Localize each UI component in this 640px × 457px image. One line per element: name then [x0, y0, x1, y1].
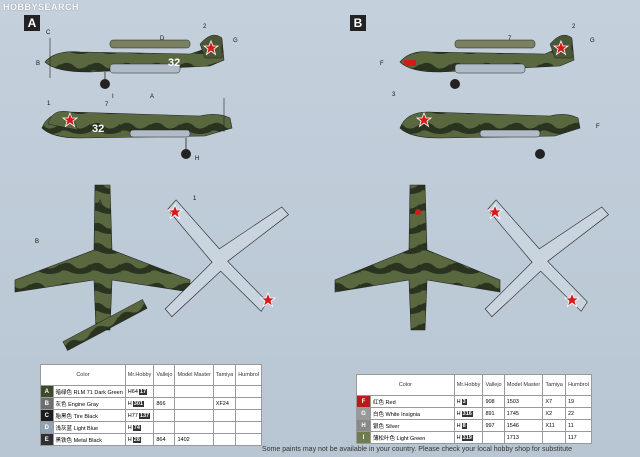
fuselage-code-a2: 32	[92, 123, 104, 135]
callout-a: A	[150, 94, 154, 100]
underside-view-a	[164, 199, 289, 318]
color-table-right: Color Mr.Hobby Vallejo Model Master Tami…	[356, 374, 593, 444]
header-tamiya: Tamiya	[212, 364, 237, 386]
header-tamiya-r: Tamiya	[542, 374, 566, 396]
top-view-b-camo	[334, 184, 501, 331]
callout-b: B	[36, 61, 40, 67]
side-view-b1	[399, 34, 575, 89]
callout-1: 1	[47, 101, 51, 107]
callout-i: I	[112, 94, 114, 100]
header-mrhobby: Mr.Hobby	[124, 364, 155, 386]
header-model-master: Model Master	[174, 364, 214, 386]
header-color-r: Color	[356, 374, 455, 396]
side-view-a1: 32	[44, 34, 225, 89]
callout-a2: A	[98, 200, 102, 206]
callout-3: 3	[392, 92, 396, 98]
footnote: Some paints may not be available in your…	[262, 446, 572, 453]
callout-2b: 2	[572, 24, 576, 30]
side-view-a2: 32	[41, 98, 233, 159]
callout-g: G	[233, 38, 238, 44]
callout-g2: G	[590, 38, 595, 44]
callout-f2: F	[596, 124, 600, 130]
callout-c: C	[46, 30, 51, 36]
top-view-a-camo	[14, 184, 191, 351]
underside-view-b	[484, 199, 609, 318]
side-view-b2	[399, 111, 581, 159]
callout-1b: 1	[193, 196, 197, 202]
header-humbrol-r: Humbrol	[564, 374, 593, 396]
panel-a-label: A	[24, 15, 40, 31]
callout-h: H	[195, 156, 199, 162]
callout-labels: B C D 2 G A I 1 7 H 1 A B 7 2 G F 3 F	[35, 24, 600, 245]
callout-5: 7	[105, 102, 109, 108]
callout-d: D	[160, 36, 165, 42]
color-table-left: Color Mr.Hobby Vallejo Model Master Tami…	[40, 364, 262, 446]
header-vallejo-r: Vallejo	[482, 374, 505, 396]
panel-b-label: B	[350, 15, 366, 31]
callout-7: 7	[508, 36, 512, 42]
header-model-master-r: Model Master	[503, 374, 544, 396]
callout-f: F	[380, 61, 384, 67]
header-humbrol: Humbrol	[235, 364, 262, 386]
header-vallejo: Vallejo	[153, 364, 176, 386]
callout-2: 2	[203, 24, 207, 30]
watermark: HOBBYSEARCH	[3, 2, 80, 12]
header-mrhobby-r: Mr.Hobby	[453, 374, 484, 396]
fuselage-code-a1: 32	[168, 57, 180, 69]
callout-b2: B	[35, 239, 39, 245]
header-color: Color	[40, 364, 126, 386]
